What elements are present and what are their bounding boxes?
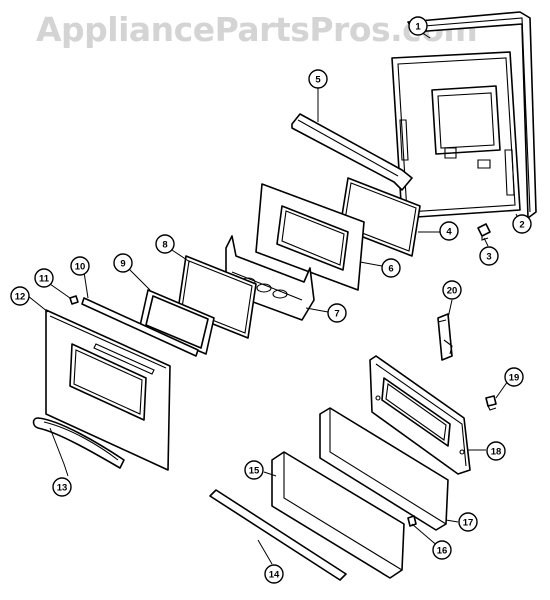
callout-15-label: 15	[249, 466, 260, 477]
callout-10-label: 10	[75, 262, 86, 273]
part-9-window-glass	[139, 289, 215, 355]
callout-11: 11	[34, 268, 54, 288]
callout-20-label: 20	[447, 286, 458, 297]
callout-16-label: 16	[437, 546, 448, 557]
callout-10: 10	[70, 256, 90, 276]
part-6-door-frame	[255, 183, 365, 291]
part-10-trim-strip	[81, 297, 199, 357]
part-14-trim-rod	[209, 489, 347, 581]
callout-3-label: 3	[486, 252, 491, 263]
callout-12-label: 12	[15, 292, 26, 303]
callout-1-label: 1	[415, 22, 421, 33]
callout-17: 17	[458, 512, 478, 532]
callout-7-label: 7	[334, 309, 339, 320]
part-16-screw	[407, 515, 417, 527]
callout-8-label: 8	[162, 240, 167, 251]
part-5-vent-trim	[291, 113, 413, 191]
callout-7: 7	[327, 303, 347, 323]
callout-18: 18	[486, 441, 506, 461]
part-15-drawer-front	[271, 451, 405, 579]
callout-8: 8	[155, 234, 175, 254]
callout-4-label: 4	[446, 227, 452, 238]
callout-15: 15	[244, 460, 264, 480]
callout-9-label: 9	[120, 259, 125, 270]
callout-2-label: 2	[519, 220, 524, 231]
part-4-inner-glass	[339, 177, 421, 257]
part-3-clip	[477, 223, 491, 241]
part-12-outer-door	[45, 309, 171, 471]
callout-12: 12	[10, 286, 30, 306]
part-2-inner-door	[391, 51, 521, 219]
callout-6: 6	[381, 258, 401, 278]
callout-16: 16	[432, 540, 452, 560]
callout-13-label: 13	[57, 483, 68, 494]
callout-4: 4	[439, 221, 459, 241]
callout-2: 2	[512, 214, 532, 234]
callout-19-label: 19	[509, 373, 520, 384]
watermark: AppliancePartsPros.com	[36, 10, 478, 49]
callout-5-label: 5	[315, 75, 321, 86]
part-18-drawer-frame	[369, 355, 471, 475]
callout-1: 1	[408, 16, 428, 36]
callout-17-label: 17	[463, 518, 474, 529]
callout-6-label: 6	[388, 264, 393, 275]
callout-9: 9	[113, 253, 133, 273]
callout-19: 19	[504, 367, 524, 387]
callout-11-label: 11	[39, 274, 50, 285]
callout-3: 3	[479, 246, 499, 266]
callout-14: 14	[264, 564, 284, 584]
part-11-screw	[69, 295, 79, 305]
part-1-door-gasket	[407, 11, 537, 219]
part-17-drawer-panel	[319, 407, 449, 531]
callout-18-label: 18	[491, 447, 502, 458]
part-13-door-handle	[32, 417, 125, 469]
callout-20: 20	[442, 280, 462, 300]
callout-14-label: 14	[269, 570, 280, 581]
callout-5: 5	[308, 69, 328, 89]
part-20-hinge	[437, 313, 453, 361]
part-19-clip	[485, 395, 497, 411]
callout-13: 13	[52, 477, 72, 497]
